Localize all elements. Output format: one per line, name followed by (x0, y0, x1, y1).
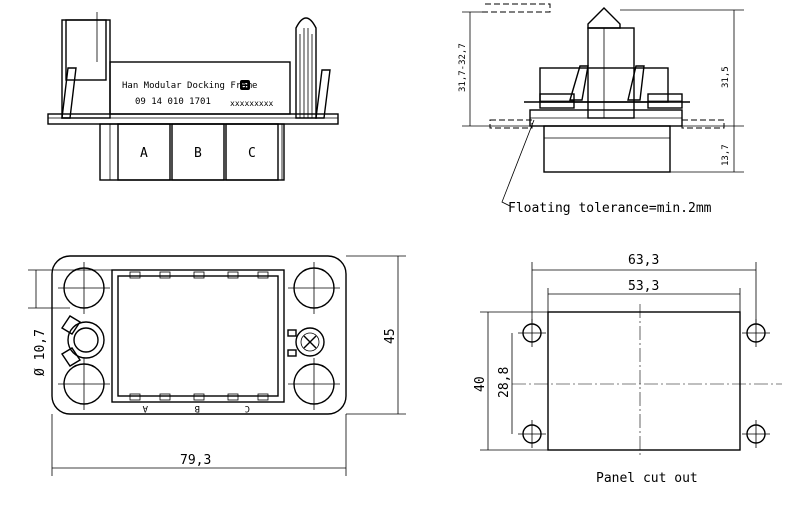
panel-cutout-caption: Panel cut out (596, 471, 698, 486)
dim-side-height: 31,5 (721, 66, 731, 88)
module-label-b: B (194, 146, 202, 161)
top-letter-c: C (245, 403, 250, 413)
floating-tolerance-note: Floating tolerance=min.2mm (508, 201, 712, 216)
dim-cutout-height: 40 (473, 376, 488, 392)
dim-float-range: 31,7-32,7 (458, 43, 468, 92)
top-view: A B C Ø 10,7 45 79,3 (28, 255, 406, 476)
mount-hole-icon (518, 319, 770, 448)
dim-cutout-outer: 63,3 (628, 253, 659, 268)
serial-label: xxxxxxxxx (230, 99, 274, 108)
module-label-c: C (248, 146, 256, 161)
harting-logo-icon (240, 80, 250, 90)
dim-diameter: Ø 10,7 (33, 329, 48, 376)
dim-cutout-inner-height: 28,8 (497, 367, 512, 398)
module-label-a: A (140, 146, 148, 161)
dim-lower-height: 13,7 (721, 144, 731, 166)
side-view: 31,7-32,7 31,5 13,7 Floating tolerance=m… (458, 3, 744, 216)
part-number-label: 09 14 010 1701 (135, 97, 211, 107)
top-letter-a: A (142, 403, 148, 413)
panel-cutout-view: 63,3 53,3 40 28,8 Panel cut out (473, 253, 782, 486)
dim-top-width: 79,3 (180, 453, 211, 468)
dim-cutout-inner: 53,3 (628, 279, 659, 294)
screw-head-icon (287, 327, 325, 357)
dim-top-height: 45 (383, 328, 398, 344)
front-view: Han Modular Docking Frame 09 14 010 1701… (47, 12, 339, 181)
frame-name-label: Han Modular Docking Frame (122, 81, 257, 91)
top-letter-b: B (195, 403, 200, 413)
